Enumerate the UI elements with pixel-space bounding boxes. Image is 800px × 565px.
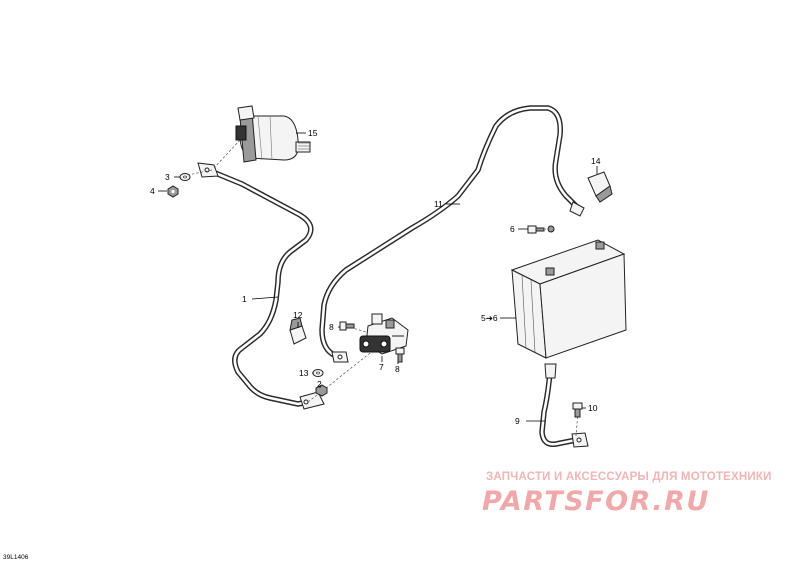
battery xyxy=(510,239,627,359)
screw-6 xyxy=(527,225,555,234)
reference-code: 39L1406 xyxy=(3,554,29,561)
boot-12 xyxy=(289,317,307,345)
cable-1-terminal-bottom xyxy=(299,391,325,410)
callout-15: 15 xyxy=(308,128,318,138)
callout-3: 3 xyxy=(165,172,170,182)
screw-10 xyxy=(572,402,583,418)
callout-2: 2 xyxy=(317,379,322,389)
callout-11: 11 xyxy=(434,199,443,209)
callout-8a: 8 xyxy=(329,322,334,332)
callout-14: 14 xyxy=(591,156,601,166)
starter-motor xyxy=(235,105,311,163)
leader-1 xyxy=(251,296,279,300)
callout-9: 9 xyxy=(515,416,520,426)
screw-8b xyxy=(395,347,405,363)
bolt-2 xyxy=(315,384,328,397)
solenoid xyxy=(359,313,409,355)
boot-14 xyxy=(587,171,613,203)
callout-7: 7 xyxy=(379,362,384,372)
cable-9 xyxy=(539,363,589,448)
callout-4: 4 xyxy=(150,186,155,196)
nut-4 xyxy=(167,185,179,198)
cable-11-terminal-battery xyxy=(569,201,585,217)
washer-13 xyxy=(312,369,324,377)
cable-9-terminal-top xyxy=(544,363,557,379)
callout-12: 12 xyxy=(293,310,303,320)
washer-3 xyxy=(179,173,191,181)
assembly-line-washer xyxy=(187,169,213,176)
callout-6: 6 xyxy=(510,224,515,234)
assembly-line-starter xyxy=(213,139,241,169)
cable-11 xyxy=(319,105,585,363)
callout-10: 10 xyxy=(588,403,598,413)
callout-8b: 8 xyxy=(395,364,400,374)
callout-5: 5➔6 xyxy=(481,313,498,323)
screw-8a xyxy=(339,321,355,331)
watermark-brand: PARTSFOR.RU xyxy=(482,486,710,517)
callout-1: 1 xyxy=(242,294,247,304)
assembly-line-screw-8a xyxy=(345,325,367,333)
assembly-line-screw-10 xyxy=(575,411,579,437)
watermark-title: ЗАПЧАСТИ И АКСЕССУАРЫ ДЛЯ МОТОТЕХНИКИ xyxy=(486,471,772,483)
callout-13: 13 xyxy=(299,368,309,378)
